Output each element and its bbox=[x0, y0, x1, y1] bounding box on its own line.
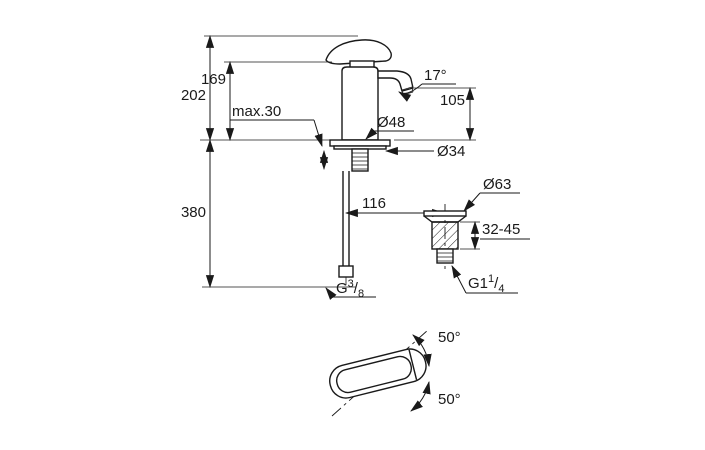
faucet-body bbox=[341, 66, 379, 141]
waste-cap bbox=[423, 210, 467, 217]
label-380: 380 bbox=[181, 204, 206, 221]
label-g38: G3/8 bbox=[336, 278, 364, 300]
supply-hose bbox=[342, 171, 350, 266]
waste-body bbox=[431, 221, 459, 250]
faucet-escutcheon bbox=[329, 139, 391, 147]
label-32-45: 32-45 bbox=[482, 221, 520, 238]
faucet-shank bbox=[351, 148, 369, 172]
supply-hose-fitting bbox=[338, 265, 354, 278]
thread-label-g38: G3/8 bbox=[325, 278, 376, 300]
dim-handle-angle-down: 50° bbox=[410, 380, 461, 412]
label-50-bottom: 50° bbox=[438, 391, 461, 408]
label-dia48: Ø48 bbox=[377, 114, 405, 131]
label-169: 169 bbox=[201, 71, 226, 88]
label-g114: G11/4 bbox=[468, 273, 504, 295]
handle-inner-line bbox=[335, 355, 413, 394]
dim-handle-angle-up: 50° bbox=[412, 329, 461, 368]
label-dia34: Ø34 bbox=[437, 143, 465, 160]
dim-spout-height-105: 105 bbox=[394, 86, 476, 142]
dim-height-169: 169 bbox=[201, 60, 332, 142]
dim-max-30: max.30 bbox=[230, 103, 329, 171]
label-116: 116 bbox=[362, 195, 386, 212]
handle-outline bbox=[329, 348, 427, 399]
dim-dia-34: Ø34 bbox=[384, 143, 465, 160]
pop-up-waste-view bbox=[423, 204, 467, 272]
faucet-shank-threads bbox=[352, 152, 368, 170]
waste-thread bbox=[436, 248, 454, 264]
dim-dia-48: Ø48 bbox=[365, 114, 414, 140]
dim-depth-380: 380 bbox=[181, 138, 356, 289]
label-105: 105 bbox=[440, 92, 465, 109]
thread-label-g114: G11/4 bbox=[451, 265, 518, 295]
dim-dia-63: Ø63 bbox=[463, 176, 520, 212]
faucet-front-view bbox=[325, 39, 414, 285]
label-dia63: Ø63 bbox=[483, 176, 511, 193]
label-202: 202 bbox=[181, 87, 206, 104]
label-50-top: 50° bbox=[438, 329, 461, 346]
dim-spout-angle-17: 17° bbox=[398, 67, 456, 102]
faucet-lever bbox=[325, 39, 392, 65]
dim-clamp-32-45: 32-45 bbox=[460, 220, 530, 251]
label-17deg: 17° bbox=[424, 67, 447, 84]
waste-thread-lines bbox=[437, 252, 453, 262]
dim-height-202: 202 bbox=[181, 34, 358, 142]
label-max30: max.30 bbox=[232, 103, 281, 120]
handle-top-view: 50° 50° bbox=[329, 329, 461, 417]
